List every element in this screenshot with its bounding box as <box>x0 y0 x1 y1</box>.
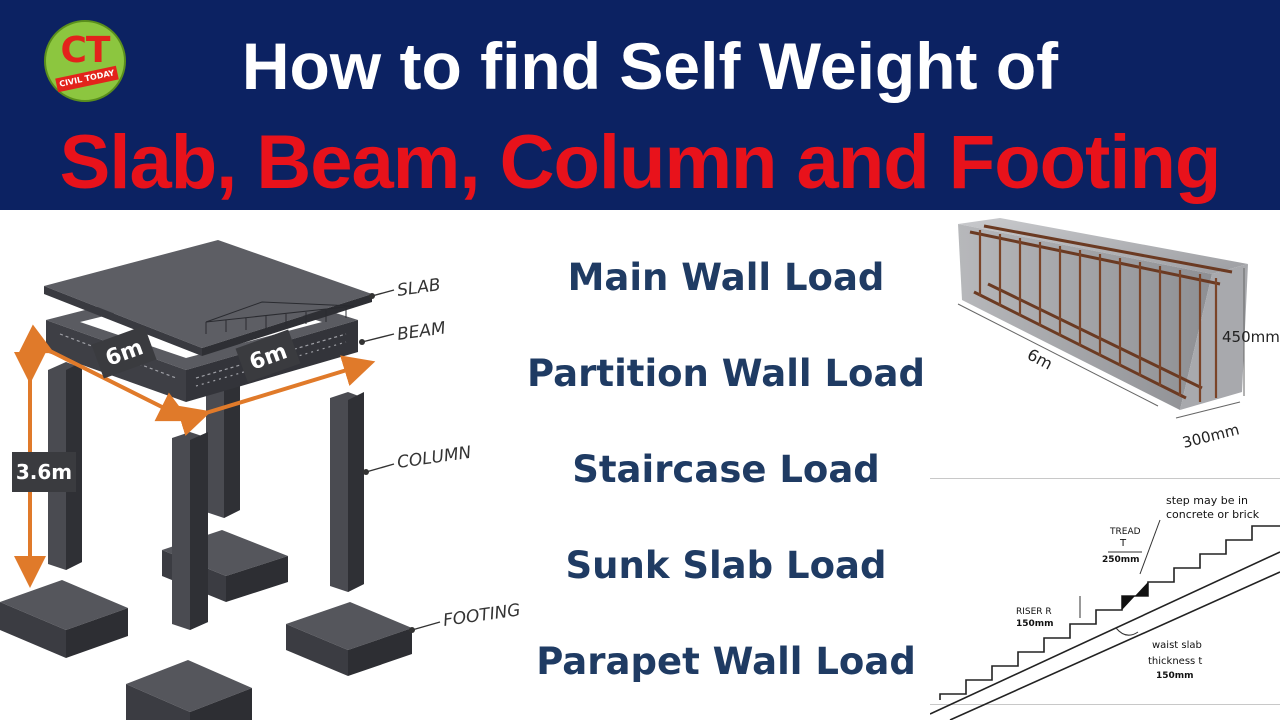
load-item-main-wall: Main Wall Load <box>567 256 885 299</box>
waist-value: 150mm <box>1156 671 1194 681</box>
stair-note-line-2: concrete or brick <box>1166 508 1260 521</box>
stair-note-line-1: step may be in <box>1166 494 1248 507</box>
tread-label: TREAD <box>1109 527 1141 537</box>
load-item-parapet-wall: Parapet Wall Load <box>536 640 916 683</box>
span-2-tag: 6m <box>235 329 301 383</box>
tread-symbol: T <box>1119 538 1127 549</box>
span-1-arrow <box>18 324 191 422</box>
title-line-1: How to find Self Weight of <box>241 29 1059 103</box>
slab-label: SLAB <box>396 275 442 301</box>
column-label: COLUMN <box>396 443 473 473</box>
tread-value: 250mm <box>1102 555 1140 565</box>
load-types-list: Main Wall Load Partition Wall Load Stair… <box>516 240 936 710</box>
span-2-arrow <box>176 355 376 436</box>
height-tag: 3.6m <box>12 452 76 492</box>
footing-front-left <box>0 580 128 658</box>
civil-today-logo: CT CIVIL TODAY <box>44 20 126 102</box>
column-right <box>330 392 364 592</box>
column-front <box>172 432 208 630</box>
beam-depth-value: 450mm <box>1222 328 1280 346</box>
staircase-section-diagram: step may be in concrete or brick TREAD T… <box>930 478 1280 720</box>
footing-right <box>286 602 412 676</box>
load-item-sunk-slab: Sunk Slab Load <box>565 544 887 587</box>
footing-leader <box>409 621 441 633</box>
structure-diagram: SLAB BEAM COLUMN FOOTING 6m 6m 3.6m <box>0 240 520 720</box>
waist-label-1: waist slab <box>1152 640 1202 651</box>
height-value: 3.6m <box>16 460 72 484</box>
title-line-2: Slab, Beam, Column and Footing <box>59 120 1222 205</box>
span-1-tag: 6m <box>91 325 157 379</box>
header-banner: CT CIVIL TODAY How to find Self Weight o… <box>0 0 1280 210</box>
beam-leader <box>359 333 395 345</box>
slab-leader <box>369 289 395 299</box>
riser-value: 150mm <box>1016 619 1054 629</box>
beam-reinforcement-diagram: 6m 450mm 300mm <box>957 218 1280 452</box>
beam-length-value: 6m <box>1024 345 1056 374</box>
logo-letters: CT <box>60 30 111 71</box>
riser-label: RISER R <box>1016 607 1052 617</box>
waist-label-2: thickness t <box>1148 656 1202 667</box>
load-item-partition-wall: Partition Wall Load <box>527 352 925 395</box>
beam-label: BEAM <box>396 318 447 345</box>
footing-label: FOOTING <box>442 600 520 631</box>
column-leader <box>363 463 395 475</box>
load-item-staircase: Staircase Load <box>572 448 880 491</box>
beam-width-value: 300mm <box>1181 420 1241 451</box>
footing-front-center <box>126 660 252 720</box>
